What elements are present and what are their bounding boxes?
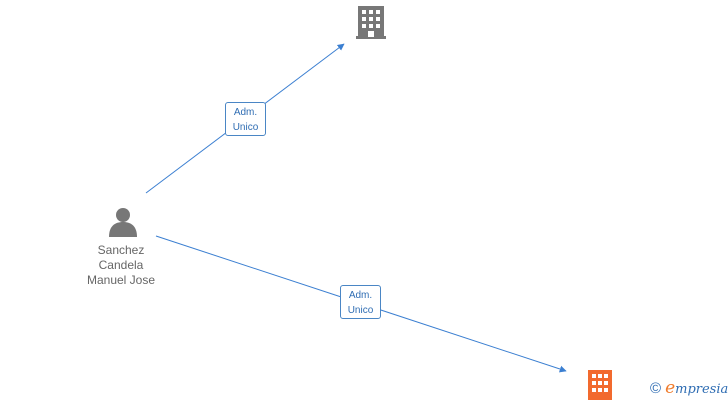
building-icon[interactable]	[588, 370, 612, 400]
edge-label-2: Adm. Unico	[340, 285, 381, 319]
copyright-icon: ©	[650, 380, 662, 397]
edge-label-line: Adm.	[233, 107, 258, 118]
person-name-label[interactable]: Sanchez Candela Manuel Jose	[70, 243, 172, 288]
brand-logo-initial: e	[665, 378, 676, 398]
person-name-line: Manuel Jose	[86, 273, 156, 287]
building-icon[interactable]	[356, 6, 386, 39]
edge-label-line: Adm.	[348, 290, 373, 301]
edge-label-line: Unico	[347, 305, 374, 316]
edge-label-1: Adm. Unico	[225, 102, 266, 136]
person-name-line: Sanchez	[97, 243, 145, 257]
person-icon[interactable]	[109, 208, 137, 237]
brand-logo-text: mpresia	[675, 382, 728, 397]
edge-label-line: Unico	[232, 122, 259, 133]
brand-watermark: ©empresia	[650, 378, 728, 398]
person-name-line: Candela	[98, 258, 144, 272]
